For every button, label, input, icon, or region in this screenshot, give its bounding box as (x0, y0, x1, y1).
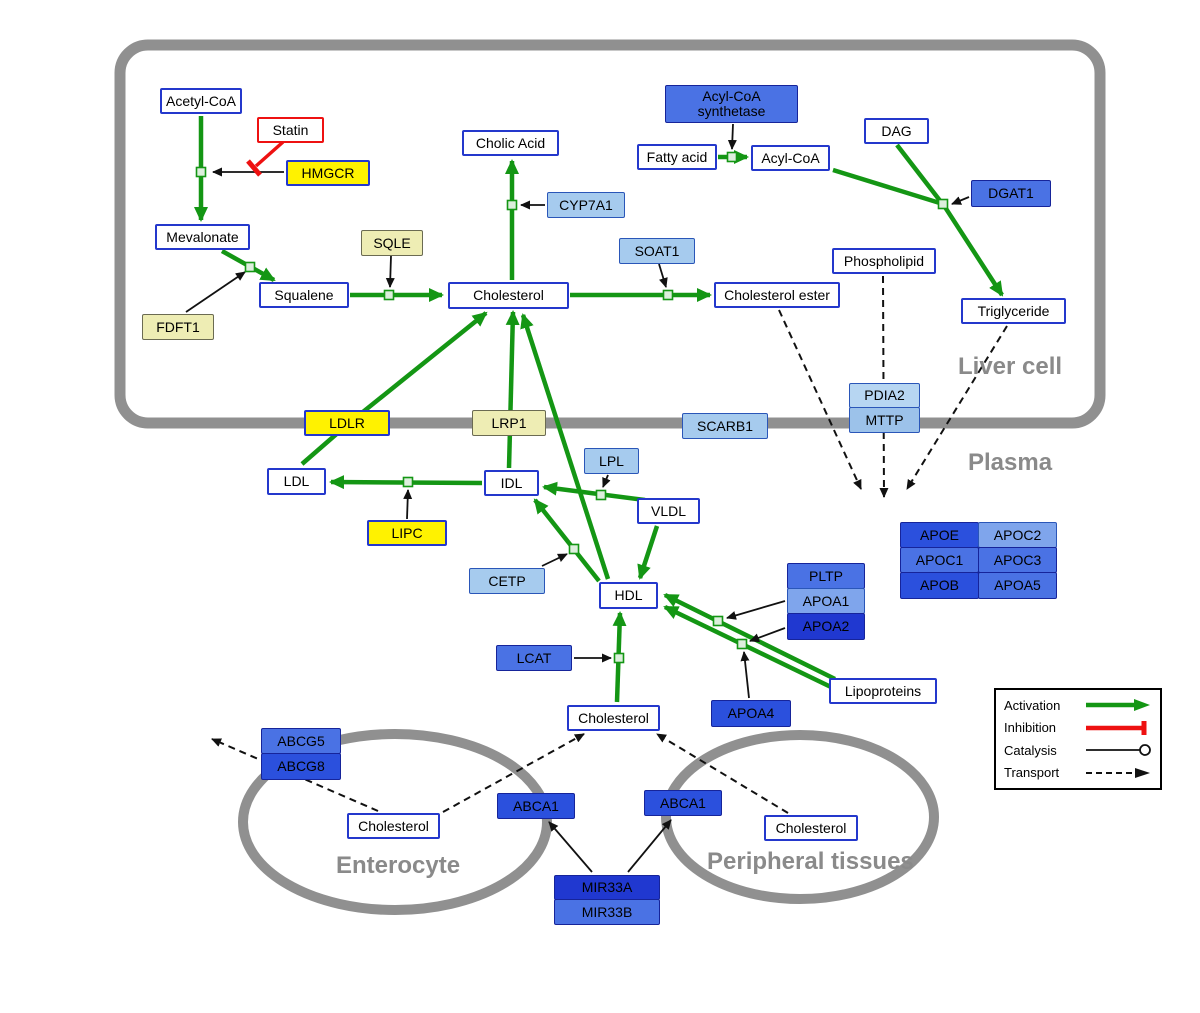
node-dag[interactable]: DAG (864, 118, 929, 144)
node-abca1-peripheral[interactable]: ABCA1 (644, 790, 722, 816)
node-apoc3[interactable]: APOC3 (978, 547, 1057, 573)
legend-row-catalysis: Catalysis (1004, 742, 1152, 758)
activation-arrow-icon (1086, 699, 1150, 711)
node-apoe[interactable]: APOE (900, 522, 979, 548)
node-abcg5[interactable]: ABCG5 (261, 728, 341, 754)
legend-row-transport: Transport (1004, 765, 1152, 781)
node-mir33b[interactable]: MIR33B (554, 899, 660, 925)
node-acetyl-coa[interactable]: Acetyl-CoA (160, 88, 242, 114)
node-lcat[interactable]: LCAT (496, 645, 572, 671)
node-abcg8[interactable]: ABCG8 (261, 753, 341, 780)
node-apoa1[interactable]: APOA1 (787, 588, 865, 614)
node-cholesterol-plasma[interactable]: Cholesterol (567, 705, 660, 731)
node-statin[interactable]: Statin (257, 117, 324, 143)
node-dgat1[interactable]: DGAT1 (971, 180, 1051, 207)
node-apoa4[interactable]: APOA4 (711, 700, 791, 727)
liver-cell-membrane (114, 39, 1106, 429)
node-cyp7a1[interactable]: CYP7A1 (547, 192, 625, 218)
node-vldl[interactable]: VLDL (637, 498, 700, 524)
inhibition-tbar-icon (1086, 720, 1147, 735)
node-cetp[interactable]: CETP (469, 568, 545, 594)
node-apoc2[interactable]: APOC2 (978, 522, 1057, 548)
liver-cell-label: Liver cell (958, 353, 1063, 380)
legend-inhibition-label: Inhibition (1004, 720, 1057, 736)
node-hdl[interactable]: HDL (599, 582, 658, 609)
legend-box: Activation Inhibition Catalysis Transpor… (994, 688, 1162, 790)
node-apob[interactable]: APOB (900, 572, 979, 599)
node-acyl-coa-synthetase[interactable]: Acyl-CoA synthetase (665, 85, 798, 123)
node-fdft1[interactable]: FDFT1 (142, 314, 214, 340)
transport-edges (211, 275, 1008, 814)
legend-transport-label: Transport (1004, 765, 1060, 781)
node-cholesterol-ester[interactable]: Cholesterol ester (714, 282, 840, 308)
node-cholic-acid[interactable]: Cholic Acid (462, 130, 559, 156)
node-scarb1[interactable]: SCARB1 (682, 413, 768, 439)
node-ldl[interactable]: LDL (267, 468, 326, 495)
peripheral-tissues-label: Peripheral tissues (707, 848, 914, 875)
node-lrp1[interactable]: LRP1 (472, 410, 546, 436)
node-lpl[interactable]: LPL (584, 448, 639, 474)
reaction-node-squares (195, 151, 949, 664)
node-ldlr[interactable]: LDLR (304, 410, 390, 436)
node-cholesterol-liver[interactable]: Cholesterol (448, 282, 569, 309)
legend-row-activation: Activation (1004, 697, 1152, 713)
node-apoa2[interactable]: APOA2 (787, 613, 865, 640)
node-mttp[interactable]: MTTP (849, 407, 920, 433)
node-soat1[interactable]: SOAT1 (619, 238, 695, 264)
node-phospholipid[interactable]: Phospholipid (832, 248, 936, 274)
legend-row-inhibition: Inhibition (1004, 720, 1152, 736)
node-abca1-enterocyte[interactable]: ABCA1 (497, 793, 575, 819)
node-acyl-coa[interactable]: Acyl-CoA (751, 145, 830, 171)
plasma-label: Plasma (968, 449, 1053, 476)
node-triglyceride[interactable]: Triglyceride (961, 298, 1066, 324)
node-lipc[interactable]: LIPC (367, 520, 447, 546)
activation-edges (194, 116, 1004, 704)
node-idl[interactable]: IDL (484, 470, 539, 496)
catalysis-edges (185, 123, 970, 873)
enterocyte-label: Enterocyte (336, 852, 461, 879)
node-cholesterol-enterocyte[interactable]: Cholesterol (347, 813, 440, 839)
node-sqle[interactable]: SQLE (361, 230, 423, 256)
node-hmgcr[interactable]: HMGCR (286, 160, 370, 186)
node-squalene[interactable]: Squalene (259, 282, 349, 308)
legend-catalysis-label: Catalysis (1004, 742, 1057, 758)
node-pdia2[interactable]: PDIA2 (849, 383, 920, 408)
inhibition-edge-statin (246, 140, 285, 177)
peripheral-tissues-membrane (661, 730, 939, 904)
legend-activation-label: Activation (1004, 697, 1061, 713)
node-mir33a[interactable]: MIR33A (554, 875, 660, 900)
node-fatty-acid[interactable]: Fatty acid (637, 144, 717, 170)
node-pltp[interactable]: PLTP (787, 563, 865, 589)
enterocyte-membrane (238, 729, 552, 915)
catalysis-circle-icon (1086, 744, 1151, 757)
node-mevalonate[interactable]: Mevalonate (155, 224, 250, 250)
transport-dashed-arrow-icon (1086, 767, 1150, 778)
node-cholesterol-peripheral[interactable]: Cholesterol (764, 815, 858, 841)
node-apoc1[interactable]: APOC1 (900, 547, 979, 573)
node-apoa5[interactable]: APOA5 (978, 572, 1057, 599)
node-lipoproteins[interactable]: Lipoproteins (829, 678, 937, 704)
